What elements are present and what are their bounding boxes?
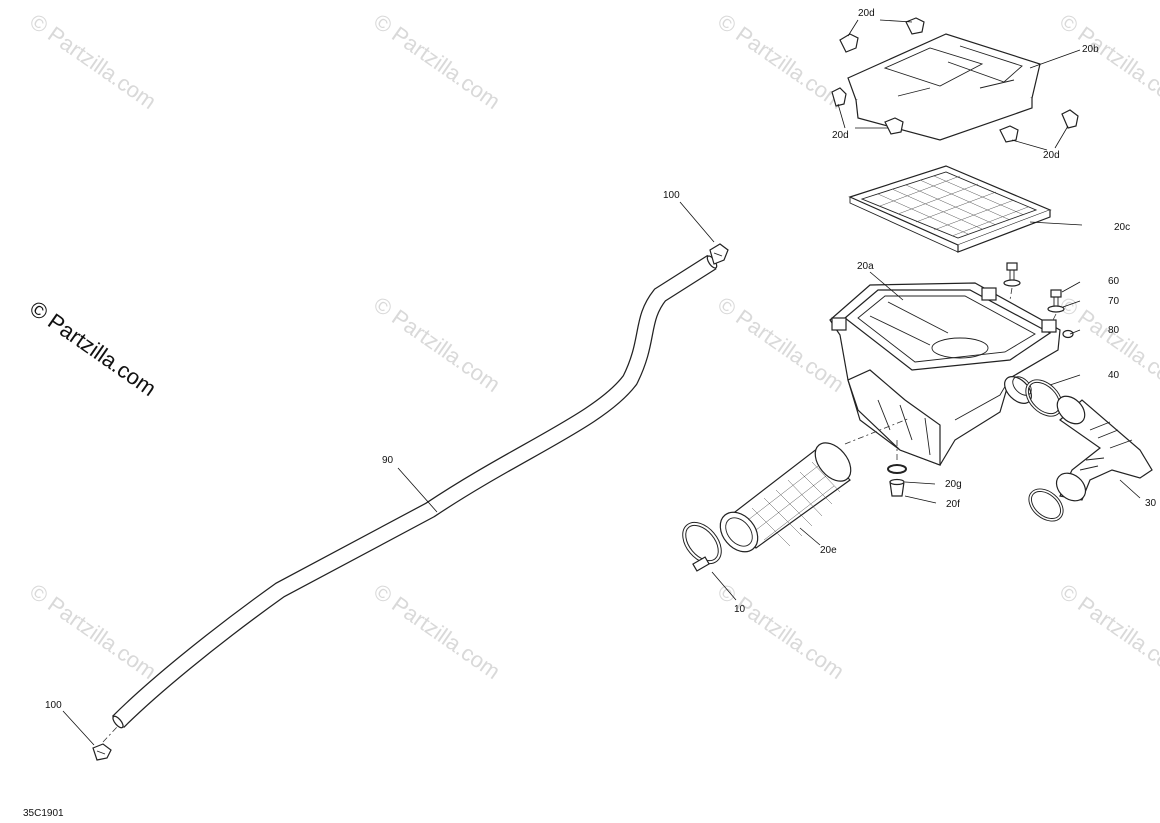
intake-clamp <box>682 521 722 572</box>
bolt <box>1003 262 1021 287</box>
outlet-duct <box>1055 395 1153 502</box>
cover-latch <box>1061 109 1079 129</box>
callout-20b: 20b <box>1082 44 1099 55</box>
watermark: © Partzilla.com <box>369 292 505 398</box>
copyright-text: © Partzilla.com <box>25 296 161 402</box>
callout-100: 100 <box>663 190 680 201</box>
drain-hose <box>111 254 718 729</box>
hose-clamp-top <box>709 243 729 265</box>
callout-70: 70 <box>1108 296 1120 307</box>
watermark: © Partzilla.com <box>25 9 161 115</box>
callout-90: 90 <box>382 455 394 466</box>
drain-valve <box>889 478 905 497</box>
cover-latch <box>999 125 1019 143</box>
bolt <box>1047 289 1074 339</box>
watermark: © Partzilla.com <box>25 579 161 685</box>
callout-20d: 20d <box>858 8 875 19</box>
airbox-base <box>829 282 1061 466</box>
cover-latch <box>839 33 859 53</box>
callout-20f: 20f <box>946 499 960 510</box>
callouts: 100 100 90 10 20e 20g 20f 20a 60 70 80 4… <box>45 8 1157 711</box>
duct-clamp <box>1028 488 1064 522</box>
callout-40: 40 <box>1108 370 1120 381</box>
watermark: © Partzilla.com <box>1055 579 1160 685</box>
watermark: © Partzilla.com <box>369 579 505 685</box>
airbox-cover <box>847 33 1041 141</box>
watermark: © Partzilla.com <box>369 9 505 115</box>
callout-60: 60 <box>1108 276 1120 287</box>
callout-100: 100 <box>45 700 62 711</box>
callout-20g: 20g <box>945 479 962 490</box>
air-filter <box>848 165 1052 253</box>
callout-20d: 20d <box>1043 150 1060 161</box>
intake-tube <box>719 442 852 553</box>
watermark: © Partzilla.com <box>1055 9 1160 115</box>
outlet-clamp <box>1025 379 1063 417</box>
diagram-code: 35C1901 <box>23 808 64 819</box>
watermark: © Partzilla.com <box>713 9 849 115</box>
leader-lines <box>62 19 1141 746</box>
hose-clamp-bottom <box>92 743 112 761</box>
callout-80: 80 <box>1108 325 1120 336</box>
cover-latch <box>831 87 847 107</box>
drain-clip <box>887 464 907 474</box>
watermark: © Partzilla.com <box>1055 292 1160 398</box>
cover-latch <box>905 17 925 35</box>
callout-30: 30 <box>1145 498 1157 509</box>
watermark: © Partzilla.com <box>713 579 849 685</box>
callout-20c: 20c <box>1114 222 1130 233</box>
callout-20e: 20e <box>820 545 837 556</box>
callout-20d: 20d <box>832 130 849 141</box>
cover-latch <box>884 117 904 135</box>
watermark: © Partzilla.com <box>713 292 849 398</box>
callout-20a: 20a <box>857 261 874 272</box>
callout-10: 10 <box>734 604 746 615</box>
